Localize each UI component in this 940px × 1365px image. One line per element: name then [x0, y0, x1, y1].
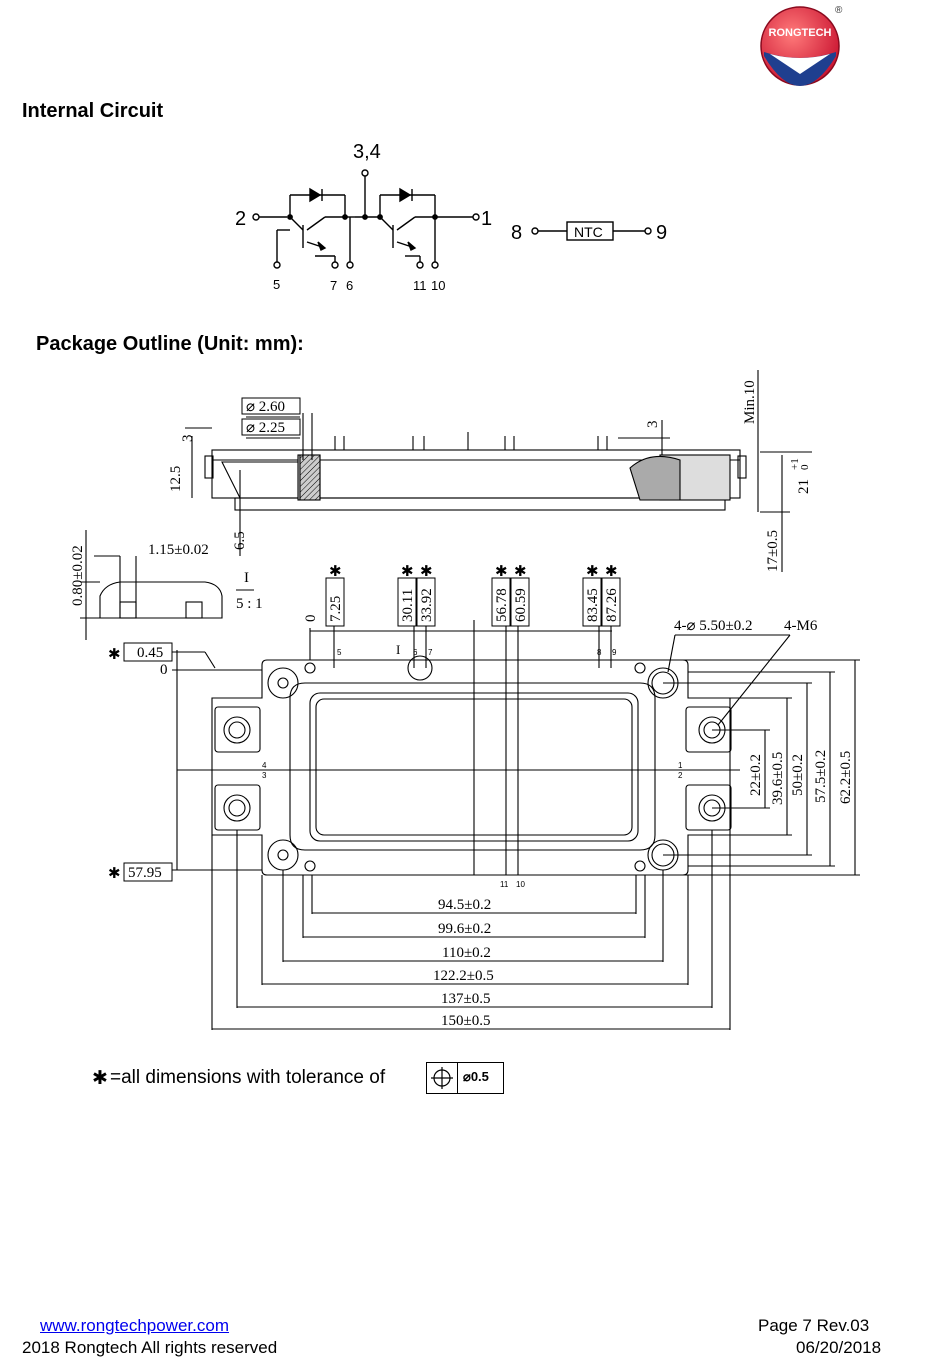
small-pin-3: 3 [262, 771, 267, 780]
pin-label-8: 8 [511, 222, 522, 244]
pin-pos-2: 30.11 [400, 589, 416, 622]
star-5: ✱ [514, 563, 527, 580]
pin-pos-5: 60.59 [513, 588, 529, 622]
internal-circuit-diagram: 3,4 2 1 5 7 6 11 10 8 9 NTC [235, 141, 667, 293]
footer-date: 06/20/2018 [796, 1338, 882, 1357]
detail-scale: 5 : 1 [236, 596, 263, 612]
pin-pos-3: 33.92 [419, 588, 435, 622]
pin-pos-6: 83.45 [585, 588, 601, 622]
pin-label-1: 1 [481, 208, 492, 230]
pin-label-2: 2 [235, 208, 246, 230]
zero-top: 0 [303, 615, 319, 623]
pin-label-6: 6 [346, 278, 353, 293]
h-dim-1: 94.5±0.2 [438, 897, 491, 913]
v-dim-3: 50±0.2 [790, 754, 806, 796]
small-pin-6: 6 [413, 648, 418, 657]
dim-57-95: 57.95 [128, 865, 162, 881]
small-pin-11: 11 [500, 880, 509, 889]
position-tolerance-box: ⌀0.5 [426, 1062, 504, 1094]
h-dim-2: 99.6±0.2 [438, 921, 491, 937]
dim-0-45: 0.45 [137, 645, 163, 661]
detail-label-i: I [244, 570, 249, 586]
pin-label-5: 5 [273, 277, 280, 292]
position-crosshair-icon [431, 1067, 453, 1089]
dim-6-5: 6.5 [232, 531, 248, 550]
small-pin-2: 2 [678, 771, 683, 780]
ntc-label: NTC [574, 224, 603, 240]
note-star: ✱ [92, 1068, 108, 1089]
page-revision: Page 7 Rev.03 [758, 1316, 870, 1335]
star-4: ✱ [495, 563, 508, 580]
dim-21-tol-zero: 0 [799, 464, 811, 470]
dim-3-left: 3 [180, 435, 196, 443]
pin-pos-7: 87.26 [604, 588, 620, 622]
pin-label-10: 10 [431, 278, 445, 293]
pin-label-34: 3,4 [353, 141, 381, 163]
small-pin-10: 10 [516, 880, 525, 889]
pin-label-11: 11 [413, 278, 427, 293]
v-dim-4: 57.5±0.2 [813, 750, 829, 803]
dim-1-15: 1.15±0.02 [148, 542, 209, 558]
v-dim-5: 62.2±0.5 [838, 751, 854, 804]
h-dim-5: 137±0.5 [441, 991, 490, 1007]
star-1: ✱ [329, 563, 342, 580]
rongtech-logo: RONGTECH ® [758, 4, 844, 88]
mount-hole-label: 4-⌀ 5.50±0.2 [674, 618, 753, 634]
registered-mark: ® [835, 5, 843, 16]
internal-circuit-heading: Internal Circuit [22, 100, 164, 122]
dim-21-tol-plus: +1 [789, 458, 801, 470]
package-outline-heading: Package Outline (Unit: mm): [36, 333, 304, 355]
tolerance-value: ⌀0.5 [463, 1069, 489, 1084]
pin-pos-1: 7.25 [328, 596, 344, 622]
small-pin-5: 5 [337, 648, 342, 657]
pin-pos-4: 56.78 [494, 588, 510, 622]
dim-17: 17±0.5 [765, 530, 781, 572]
h-dim-3: 110±0.2 [442, 945, 491, 961]
dim-dia-260: ⌀ 2.60 [246, 399, 285, 415]
star-3: ✱ [420, 563, 433, 580]
tolerance-note: ✱ =all dimensions with tolerance of ⌀0.5 [92, 1062, 512, 1094]
h-dim-4: 122.2±0.5 [433, 968, 494, 984]
small-pin-9: 9 [612, 648, 617, 657]
note-text: =all dimensions with tolerance of [110, 1067, 386, 1088]
copyright-text: 2018 Rongtech All rights reserved [22, 1338, 278, 1357]
pin-label-7: 7 [330, 278, 337, 293]
dim-21: 21 [796, 479, 812, 494]
dim-3-right: 3 [645, 421, 661, 429]
pin-label-9: 9 [656, 222, 667, 244]
v-dim-2: 39.6±0.5 [770, 752, 786, 805]
v-dim-1: 22±0.2 [748, 754, 764, 796]
small-pin-8: 8 [597, 648, 602, 657]
small-pin-1: 1 [678, 761, 683, 770]
star-5795: ✱ [108, 865, 121, 882]
small-pin-4: 4 [262, 761, 267, 770]
package-outline-drawing: ⌀ 2.60 ⌀ 2.25 3 12.5 6.5 3 Min.10 21 +1 … [70, 370, 860, 1030]
detail-marker-i: I [396, 642, 400, 657]
dim-dia-225: ⌀ 2.25 [246, 420, 285, 436]
m6-label: 4-M6 [784, 618, 818, 634]
star-6: ✱ [586, 563, 599, 580]
star-045: ✱ [108, 646, 121, 663]
dim-0-80: 0.80±0.02 [70, 545, 86, 606]
star-7: ✱ [605, 563, 618, 580]
website-link[interactable]: www.rongtechpower.com [40, 1316, 229, 1335]
dim-min-10: Min.10 [742, 380, 758, 424]
dim-12-5: 12.5 [168, 466, 184, 492]
zero-left: 0 [160, 662, 168, 678]
star-2: ✱ [401, 563, 414, 580]
logo-text: RONGTECH [769, 27, 832, 39]
small-pin-7: 7 [428, 648, 433, 657]
h-dim-6: 150±0.5 [441, 1013, 490, 1029]
